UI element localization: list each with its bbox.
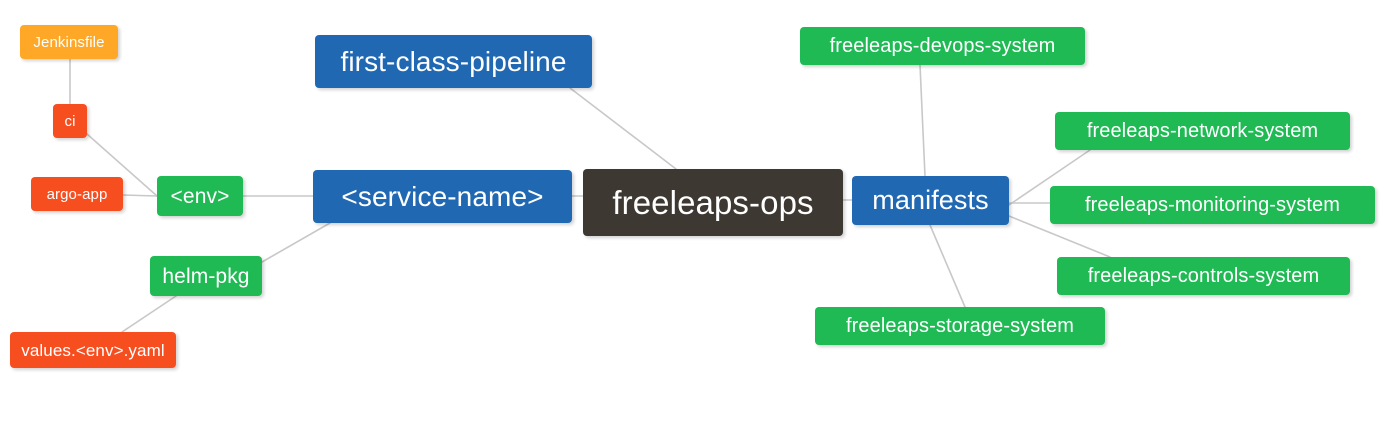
mindmap-node-env[interactable]: <env> [157, 176, 243, 216]
edge-manifests-to-storage-system [929, 224, 966, 308]
mindmap-node-monitoring-system[interactable]: freeleaps-monitoring-system [1050, 186, 1375, 224]
edge-helm-pkg-to-values-yaml [121, 295, 177, 333]
mindmap-node-controls-system[interactable]: freeleaps-controls-system [1057, 257, 1350, 295]
mindmap-node-first-class-pipeline[interactable]: first-class-pipeline [315, 35, 592, 88]
mindmap-node-argo-app[interactable]: argo-app [31, 177, 123, 211]
edge-first-class-pipeline-to-freeleaps-ops [569, 87, 677, 170]
edge-manifests-to-devops-system [919, 64, 926, 177]
mindmap-node-helm-pkg[interactable]: helm-pkg [150, 256, 262, 296]
mindmap-node-values-yaml[interactable]: values.<env>.yaml [10, 332, 176, 368]
mindmap-node-manifests[interactable]: manifests [852, 176, 1009, 225]
edge-service-name-to-helm-pkg [261, 222, 331, 263]
mindmap-node-jenkinsfile[interactable]: Jenkinsfile [20, 25, 118, 59]
mindmap-node-network-system[interactable]: freeleaps-network-system [1055, 112, 1350, 150]
edge-argo-app-to-env [122, 194, 158, 197]
mindmap-node-freeleaps-ops[interactable]: freeleaps-ops [583, 169, 843, 236]
mindmap-node-ci[interactable]: ci [53, 104, 87, 138]
mindmap-node-storage-system[interactable]: freeleaps-storage-system [815, 307, 1105, 345]
mindmap-node-service-name[interactable]: <service-name> [313, 170, 572, 223]
mindmap-node-devops-system[interactable]: freeleaps-devops-system [800, 27, 1085, 65]
